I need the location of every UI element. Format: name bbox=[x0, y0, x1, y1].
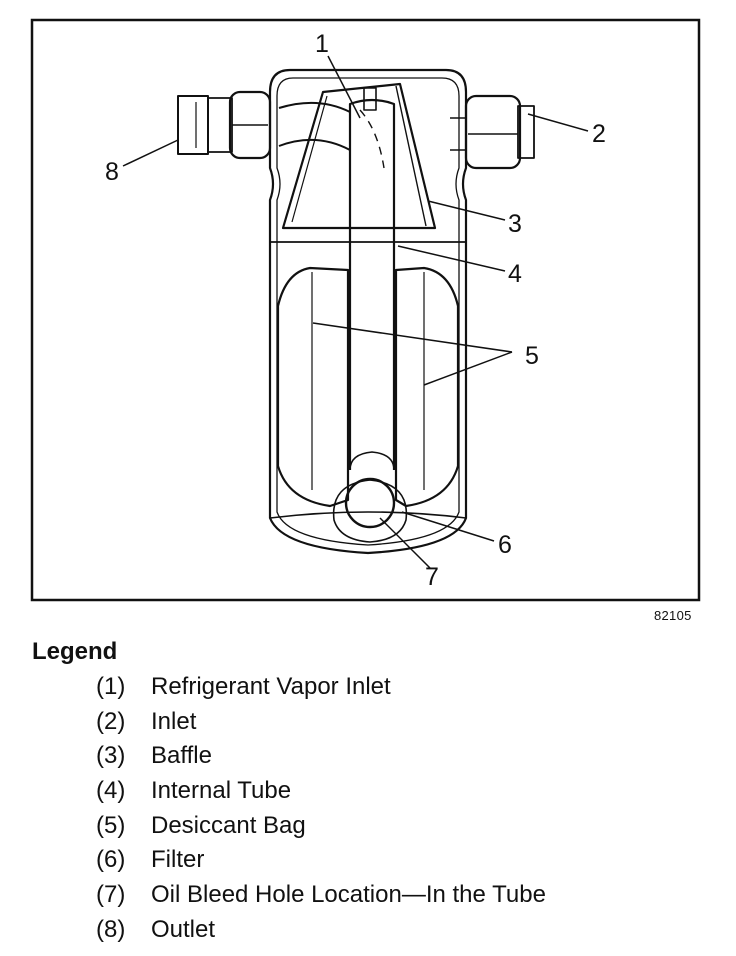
leader-2 bbox=[527, 113, 589, 132]
leader-7 bbox=[379, 517, 431, 569]
inlet-tube-dash bbox=[359, 109, 385, 169]
inlet-fitting-ring bbox=[450, 117, 467, 151]
legend-item: (2) Inlet bbox=[96, 707, 546, 742]
leader-3 bbox=[427, 200, 506, 221]
canister-body bbox=[268, 68, 468, 555]
legend-item-number: (1) bbox=[96, 673, 126, 700]
legend-item-number: (5) bbox=[96, 811, 126, 839]
legend-item-number: (2) bbox=[96, 707, 126, 735]
outlet-fitting-tube bbox=[177, 95, 209, 155]
leader-1 bbox=[327, 55, 361, 119]
leader-8 bbox=[122, 139, 179, 167]
legend-item: (1) Refrigerant Vapor Inlet bbox=[96, 672, 546, 707]
legend-item-number: (8) bbox=[96, 915, 126, 943]
inlet-elbow-inner bbox=[278, 138, 351, 151]
legend-item-number: (6) bbox=[96, 846, 126, 874]
legend-item-label: Oil Bleed Hole Location—In the Tube bbox=[151, 881, 546, 909]
callout-3: 3 bbox=[508, 210, 522, 238]
callout-8: 8 bbox=[105, 158, 119, 186]
legend-item-label: Filter bbox=[151, 846, 205, 874]
vapor-inlet-tube-stub bbox=[363, 87, 377, 111]
callout-7: 7 bbox=[425, 563, 439, 591]
accumulator-diagram: 1 2 3 4 5 6 7 8 bbox=[30, 18, 701, 602]
callout-2: 2 bbox=[592, 120, 606, 148]
inlet-fitting-nut bbox=[464, 94, 522, 170]
desiccant-bag-right bbox=[394, 266, 460, 508]
callout-4: 4 bbox=[508, 260, 522, 288]
legend-item-number: (3) bbox=[96, 742, 126, 770]
leader-5b bbox=[423, 351, 513, 386]
legend-item: (5) Desiccant Bag bbox=[96, 811, 546, 846]
callout-6: 6 bbox=[498, 531, 512, 559]
tube-bottom bbox=[349, 451, 395, 471]
callout-1: 1 bbox=[315, 30, 329, 58]
canister-inner-wall bbox=[276, 77, 460, 546]
leader-lines bbox=[122, 55, 589, 569]
diagram-frame bbox=[30, 18, 701, 602]
desiccant-bag-left bbox=[276, 266, 350, 508]
outlet-fitting-collar bbox=[207, 97, 233, 153]
legend-item-number: (7) bbox=[96, 881, 126, 909]
leader-6 bbox=[401, 511, 495, 542]
outlet-fitting-nut bbox=[228, 90, 272, 160]
legend-item: (3) Baffle bbox=[96, 741, 546, 776]
legend-item: (8) Outlet bbox=[96, 915, 546, 950]
oil-bleed-hole bbox=[344, 477, 396, 529]
legend-item-label: Desiccant Bag bbox=[151, 811, 306, 839]
inlet-elbow bbox=[278, 101, 351, 113]
filter bbox=[332, 479, 408, 543]
baffle-edge bbox=[395, 85, 427, 227]
legend-item: (6) Filter bbox=[96, 845, 546, 880]
leader-4 bbox=[397, 245, 506, 272]
legend-item: (4) Internal Tube bbox=[96, 776, 546, 811]
legend-item-label: Internal Tube bbox=[151, 777, 292, 805]
internal-tube bbox=[348, 112, 396, 470]
legend-item: (7) Oil Bleed Hole Location—In the Tube bbox=[96, 880, 546, 915]
legend-item-label: Outlet bbox=[151, 915, 216, 943]
legend-item-label: Inlet bbox=[151, 707, 197, 735]
legend-item-label: Baffle bbox=[151, 742, 212, 770]
legend-title: Legend bbox=[32, 638, 118, 665]
leader-5a bbox=[312, 322, 513, 353]
legend-list: (1) Refrigerant Vapor Inlet (2) Inlet (3) B… bbox=[96, 672, 546, 950]
baffle bbox=[281, 82, 437, 230]
inlet-fitting-collar bbox=[517, 105, 535, 159]
legend-item-number: (4) bbox=[96, 777, 126, 805]
legend-item-label: Refrigerant Vapor Inlet bbox=[151, 673, 391, 700]
callout-5: 5 bbox=[525, 342, 539, 370]
vapor-inlet-tube-cap bbox=[348, 98, 396, 116]
baffle-edge-left bbox=[291, 95, 328, 223]
canister-base bbox=[269, 511, 467, 519]
figure-id: 82105 bbox=[654, 608, 692, 623]
